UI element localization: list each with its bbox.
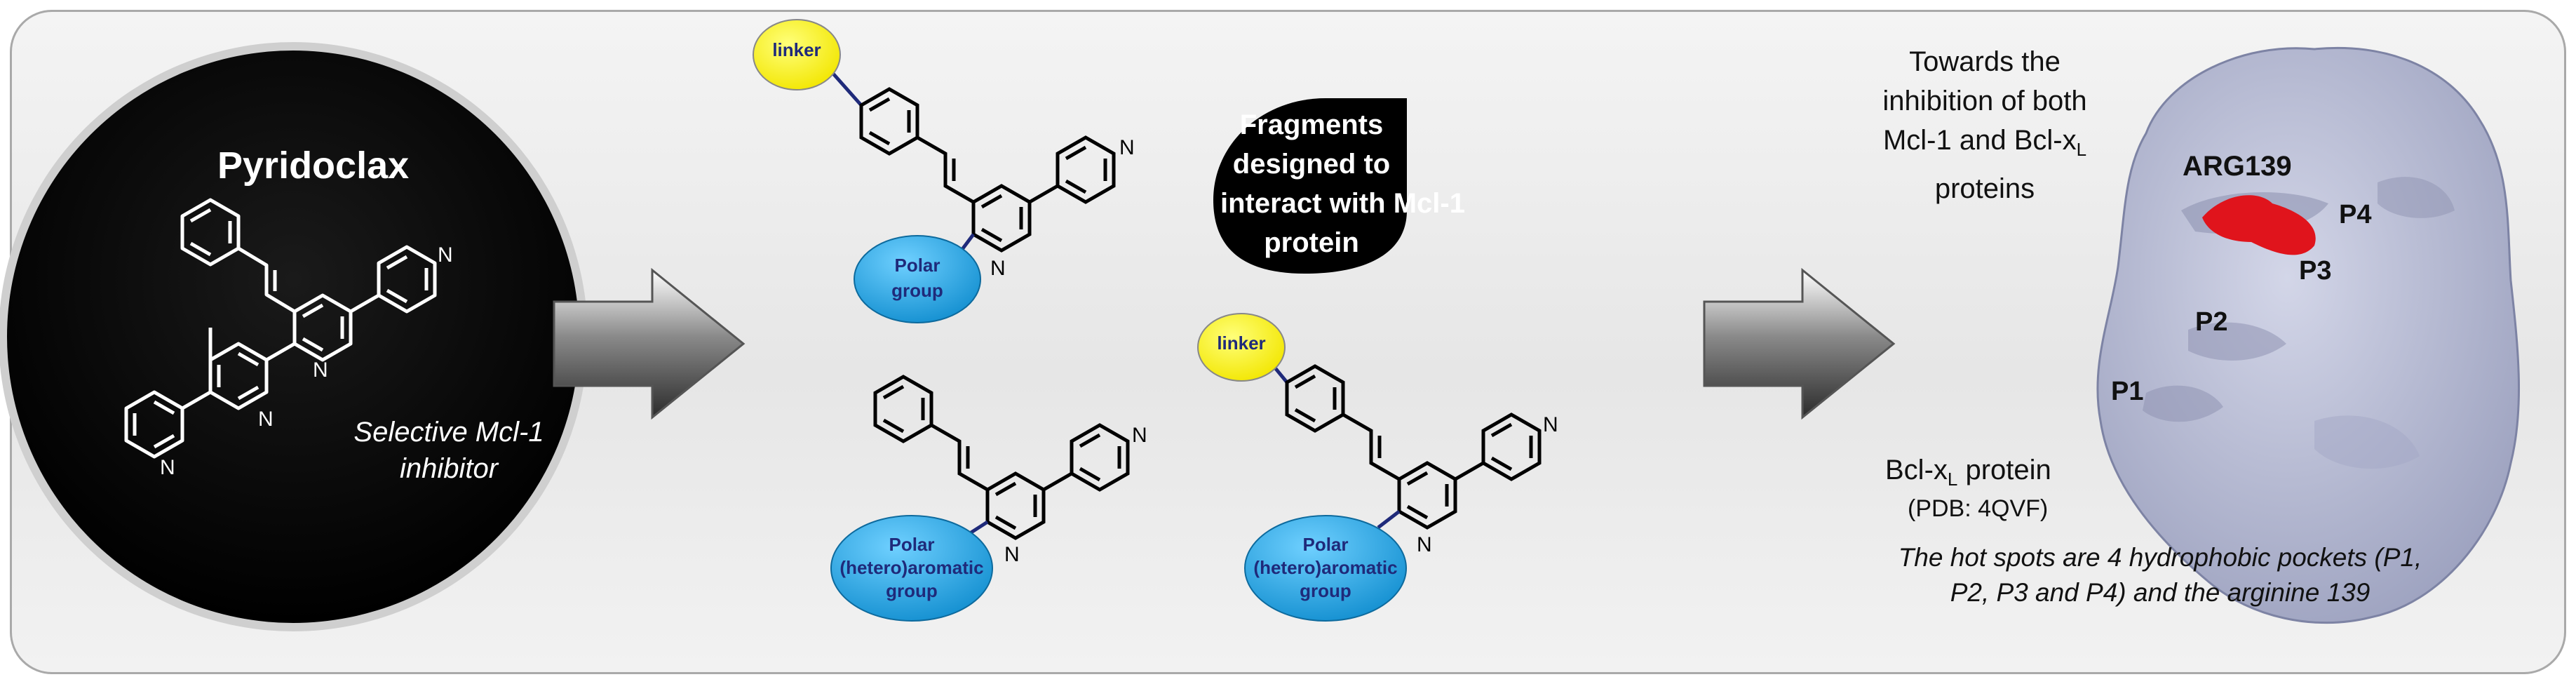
pyr-n-central: N <box>313 358 328 382</box>
polar-group-bubble <box>854 235 981 323</box>
protein-label-sub: L <box>1947 469 1958 490</box>
polar-het-b-line3: group <box>886 580 938 601</box>
towards-line4: proteins <box>1934 173 2035 204</box>
polar-het-c-line3: group <box>1300 580 1351 601</box>
hotspots-line1: The hot spots are 4 hydrophobic pockets … <box>1898 543 2422 572</box>
linker-label-a: linker <box>772 39 821 60</box>
polar-het-b-line2: (hetero)aromatic <box>839 557 984 578</box>
towards-line3-text: Mcl-1 and Bcl-x <box>1882 125 2077 156</box>
arg139-hotspot <box>2202 195 2316 255</box>
towards-line1: Towards the <box>1909 46 2061 77</box>
structure-b <box>873 375 1130 540</box>
pdb-label: (PDB: 4QVF) <box>1908 495 2049 522</box>
pyr-n-right: N <box>438 243 453 267</box>
linker-bubble-a <box>753 19 841 90</box>
fragments-line4: protein <box>1264 227 1359 258</box>
struct-a-n1: N <box>990 257 1006 280</box>
polar-het-label-b: Polar (hetero)aromatic group <box>832 533 992 603</box>
fragments-line3: interact with Mcl-1 <box>1220 188 1465 219</box>
towards-text: Towards the inhibition of both Mcl-1 and… <box>1823 42 2146 208</box>
towards-line3-sub: L <box>2076 139 2087 160</box>
polar-het-c-line2: (hetero)aromatic <box>1253 557 1398 578</box>
p1-label: P1 <box>2111 377 2144 406</box>
pyridoclax-caption-line2: inhibitor <box>399 453 499 484</box>
polar-het-c-line1: Polar <box>1302 534 1349 555</box>
pyridoclax-caption: Selective Mcl-1 inhibitor <box>330 414 568 487</box>
p3-label: P3 <box>2299 256 2332 286</box>
pyridoclax-structure <box>124 198 437 459</box>
struct-c-n1: N <box>1417 533 1432 556</box>
pyridoclax-title: Pyridoclax <box>217 145 410 187</box>
polar-het-bubble-c <box>1244 515 1407 622</box>
polar-group-label: Polar group <box>856 253 979 303</box>
p4-label: P4 <box>2339 200 2372 229</box>
protein-label-b: protein <box>1957 455 2051 485</box>
polar-group-line2: group <box>891 280 943 301</box>
struct-a-n2: N <box>1119 136 1135 159</box>
polar-het-bubble-b <box>830 515 993 622</box>
struct-b-n1: N <box>1004 543 1020 566</box>
struct-c-n2: N <box>1543 413 1558 436</box>
pyridoclax-caption-line1: Selective Mcl-1 <box>353 417 544 448</box>
fragments-line2: designed to <box>1232 149 1391 180</box>
bcl-xl-protein-surface <box>2096 46 2521 624</box>
polar-het-label-c: Polar (hetero)aromatic group <box>1246 533 1405 603</box>
linker-label-c: linker <box>1217 333 1266 354</box>
towards-line2: inhibition of both <box>1882 86 2087 116</box>
arrow-right-2 <box>1703 267 1896 420</box>
linker-bubble-c <box>1197 313 1286 382</box>
protein-label: Bcl-xL protein <box>1885 455 2051 490</box>
hotspots-text: The hot spots are 4 hydrophobic pockets … <box>1774 540 2546 610</box>
p2-label: P2 <box>2195 307 2228 337</box>
pyr-n-bottom: N <box>160 456 175 479</box>
arg139-label: ARG139 <box>2183 151 2292 182</box>
towards-line3: Mcl-1 and Bcl-xL <box>1823 121 2146 169</box>
protein-label-a: Bcl-x <box>1885 455 1948 485</box>
fragments-text: Fragments designed to interact with Mcl-… <box>1220 105 1465 262</box>
structure-a <box>832 72 1116 253</box>
polar-group-line1: Polar <box>894 255 940 276</box>
hotspots-line2: P2, P3 and P4) and the arginine 139 <box>1950 578 2371 607</box>
fragments-bubble <box>1213 98 1407 274</box>
pyr-n-left: N <box>258 408 274 431</box>
fragments-line1: Fragments <box>1239 109 1384 140</box>
struct-b-n2: N <box>1132 424 1147 447</box>
polar-het-b-line1: Polar <box>889 534 935 555</box>
arrow-right-1 <box>553 267 746 420</box>
structure-c <box>1260 349 1542 530</box>
